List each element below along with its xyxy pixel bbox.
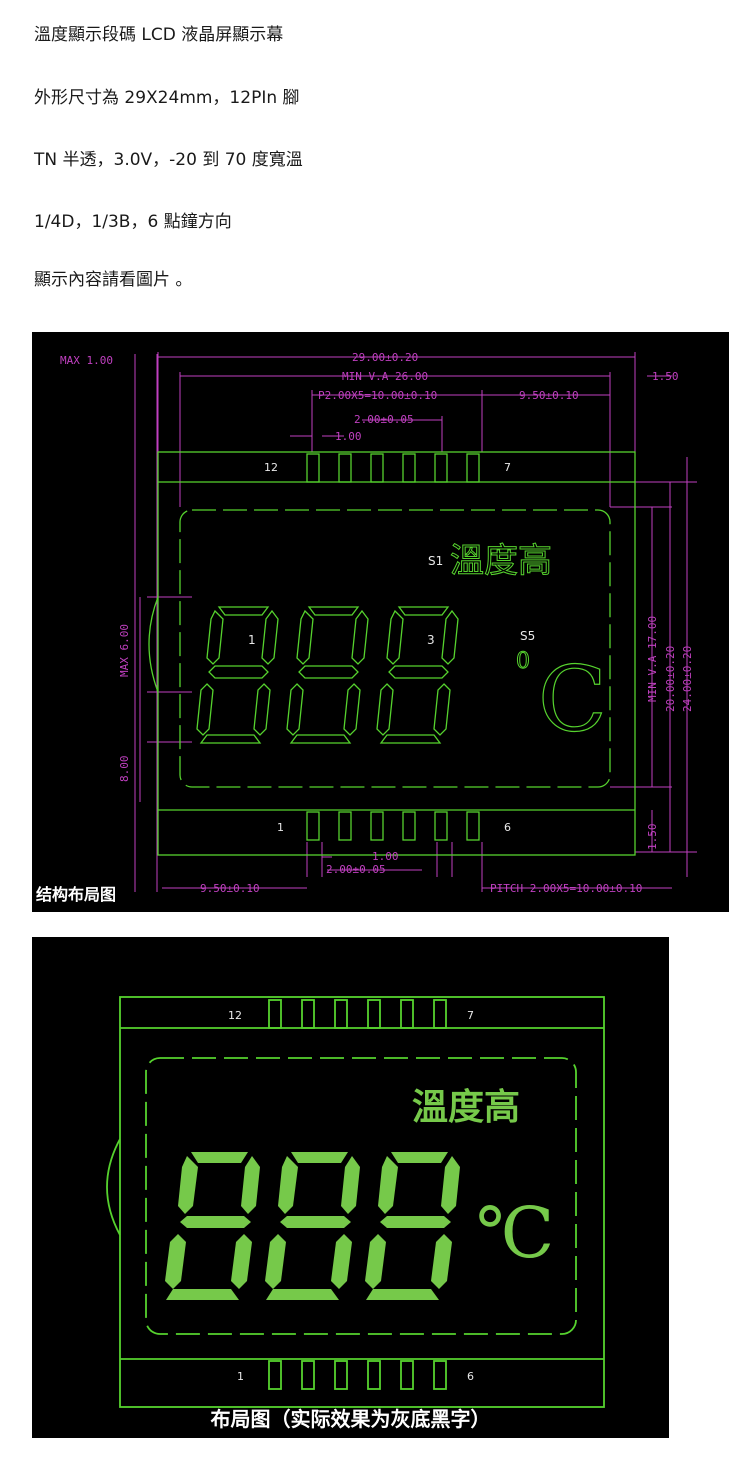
digit-mark-1: 1 [248,633,256,647]
spec-line-4: 1/4D，1/3B，6 點鐘方向 [34,212,232,232]
pin-label-7: 7 [504,461,511,474]
digit-1-outline [196,606,279,744]
actual-digit-3 [365,1152,460,1300]
structure-caption: 结构布局图 [32,879,121,907]
degree-symbol-outline: 0 [516,649,530,674]
dim-pin-gap-bottom: 1.00 [372,850,399,863]
dim-min-va-height: MIN V.A 17.00 [646,616,659,702]
pin-label-12: 12 [264,461,278,474]
spec-line-1: 溫度顯示段碼 LCD 液晶屏顯示幕 [34,25,284,45]
spec-line-5: 顯示內容請看圖片 。 [34,270,193,290]
actual-digits [165,1152,460,1300]
dim-height-inner: 20.00±0.20 [664,646,677,712]
actual-pin-label-6: 6 [467,1370,474,1383]
actual-outline [106,996,605,1408]
actual-pin-label-1: 1 [237,1370,244,1383]
dim-left-height: 8.00 [118,756,131,783]
symbol-s1-label: S1 [428,554,443,568]
pin-label-1: 1 [277,821,284,834]
dimension-lines [134,352,697,892]
dim-width: 29.00±0.20 [352,351,418,364]
actual-celsius-unit: ℃ [476,1192,554,1274]
actual-digit-1 [165,1152,260,1300]
dim-right-offset-top: 9.50±0.10 [519,389,579,402]
dim-pitch-top: P2.00X5=10.00±0.10 [318,389,437,402]
actual-pin-label-7: 7 [467,1009,474,1022]
spec-line-2: 外形尺寸為 29X24mm，12PIn 腳 [34,88,300,108]
digit-2-outline [286,606,369,744]
actual-digit-2 [265,1152,360,1300]
pin-label-6: 6 [504,821,511,834]
dim-pin-gap-top: 1.00 [335,430,362,443]
dim-edge-bottom: 1.50 [646,824,659,851]
dim-left-offset-bottom: 9.50±0.10 [200,882,260,895]
dim-edge-right: 1.50 [652,370,679,383]
dim-pin-width-bottom: 2.00±0.05 [326,863,386,876]
digit-3-outline [376,606,459,744]
digit-segments-outline [196,606,459,744]
spec-line-3: TN 半透，3.0V，-20 到 70 度寬溫 [34,150,303,170]
indicator-outline-text: 溫度高 [450,541,552,581]
dim-pin-width-top: 2.00±0.05 [354,413,414,426]
actual-indicator-text: 溫度高 [412,1086,520,1128]
lcd-outline [148,451,636,856]
actual-caption: 布局图（实际效果为灰底黑字） [210,1407,491,1431]
dim-pitch-bottom: PITCH 2.00X5=10.00±0.10 [490,882,642,895]
symbol-s5-label: S5 [520,629,535,643]
dim-max-top: MAX 1.00 [60,354,113,367]
digit-mark-3: 3 [427,633,435,647]
dim-min-va-width: MIN V.A 26.00 [342,370,428,383]
actual-pin-label-12: 12 [228,1009,242,1022]
celsius-c-outline: C [538,647,607,752]
structure-drawing: MAX 1.00 29.00±0.20 MIN V.A 26.00 P2.00X… [32,332,729,912]
actual-layout: 12 7 1 6 溫度高 ℃ 布局图（实际效果为灰底黑字） [32,937,669,1438]
dim-height: 24.00±0.20 [681,646,694,712]
dim-max-left: MAX 6.00 [118,624,131,677]
